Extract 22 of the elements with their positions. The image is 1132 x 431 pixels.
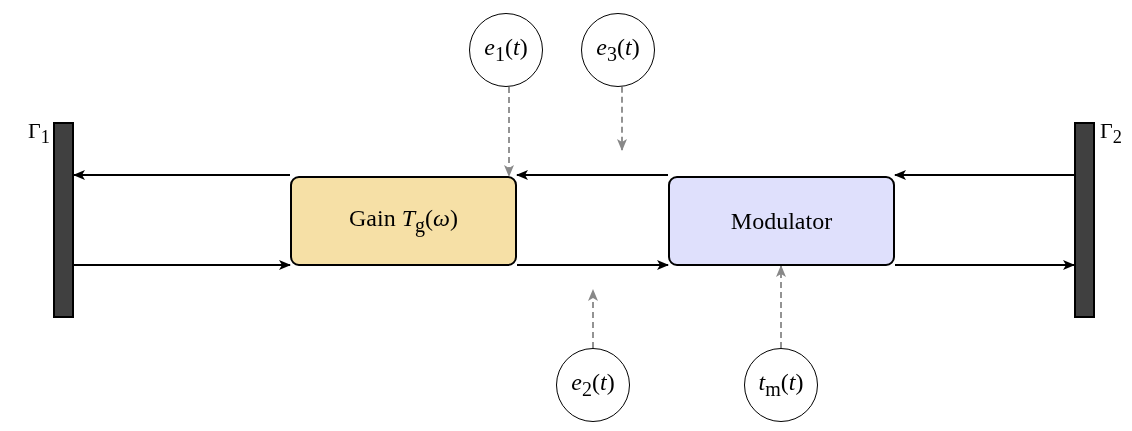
arrow bbox=[517, 260, 669, 270]
signal-label: e$_{3}$(t) bbox=[596, 34, 640, 66]
arrow bbox=[73, 170, 290, 180]
mirror-label: Γ$_{1}$ bbox=[28, 118, 50, 149]
dashed-arrow bbox=[776, 265, 786, 349]
arrow bbox=[895, 260, 1075, 270]
gain-block bbox=[290, 176, 517, 266]
mirror-bar bbox=[1074, 122, 1095, 318]
block-label: Gain T$_{g}$(ω) bbox=[349, 205, 458, 237]
dashed-arrow bbox=[617, 85, 627, 151]
dashed-arrow bbox=[588, 289, 598, 349]
arrow bbox=[516, 170, 668, 180]
dashed-arrow bbox=[504, 85, 514, 177]
arrow bbox=[894, 170, 1074, 180]
modulator-block bbox=[668, 176, 895, 266]
signal-label: e$_{1}$(t) bbox=[484, 34, 528, 66]
mirror-bar bbox=[53, 122, 74, 318]
arrow bbox=[74, 260, 291, 270]
mirror-label: Γ$_{2}$ bbox=[1100, 118, 1122, 149]
signal-label: e$_{2}$(t) bbox=[571, 369, 615, 401]
signal-label: t$_{m}$(t) bbox=[758, 369, 804, 401]
block-label: Modulator bbox=[730, 207, 833, 235]
